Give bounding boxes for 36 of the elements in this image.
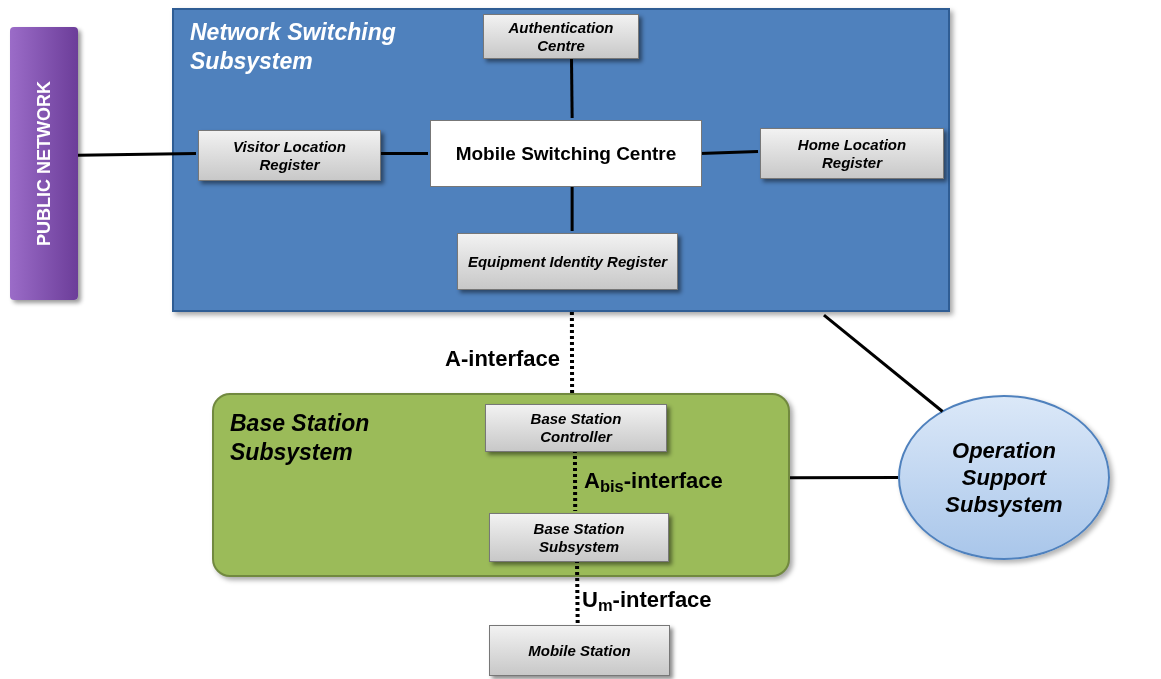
component-box xyxy=(760,128,944,179)
box-label: Visitor Location Register xyxy=(232,137,347,174)
box-label: Mobile Switching Centre xyxy=(455,141,677,166)
component-box xyxy=(198,130,381,181)
box-label: Base Station Controller xyxy=(529,410,623,446)
component-box xyxy=(489,513,669,562)
box-label: Base Station Subsystem xyxy=(532,519,626,556)
switching-centre-box xyxy=(430,120,702,187)
subsystem-panel xyxy=(212,393,790,577)
connector-line xyxy=(77,152,197,157)
connector-line xyxy=(823,313,944,413)
edge-label: A-interface xyxy=(444,345,560,373)
panel-title: Network Switching Subsystem xyxy=(190,18,397,76)
box-label: Equipment Identity Register xyxy=(467,252,668,271)
subsystem-panel xyxy=(172,8,950,312)
connector-line xyxy=(570,57,574,118)
panel-title: Base Station Subsystem xyxy=(230,409,371,467)
component-box xyxy=(485,404,667,452)
edge-label: A$_{bis}$-interface xyxy=(584,467,723,495)
component-box xyxy=(489,625,670,676)
box-label: Home Location Register xyxy=(796,135,908,172)
connector-line xyxy=(570,185,574,231)
interface-line xyxy=(572,450,578,511)
interface-line xyxy=(575,559,580,626)
edge-label: U$_{m}$-interface xyxy=(582,586,712,614)
box-label: Authentication Centre xyxy=(507,18,615,55)
ellipse-label: Operation Support Subsystem xyxy=(944,437,1064,518)
connector-line xyxy=(790,476,898,480)
connector-line xyxy=(699,150,759,155)
component-box xyxy=(457,233,678,290)
interface-line xyxy=(569,312,575,393)
connector-line xyxy=(379,152,428,155)
vertical-label: PUBLIC NETWORK xyxy=(32,81,55,246)
box-label: Mobile Station xyxy=(528,641,631,660)
component-box xyxy=(483,14,639,59)
network-bar xyxy=(10,27,78,300)
